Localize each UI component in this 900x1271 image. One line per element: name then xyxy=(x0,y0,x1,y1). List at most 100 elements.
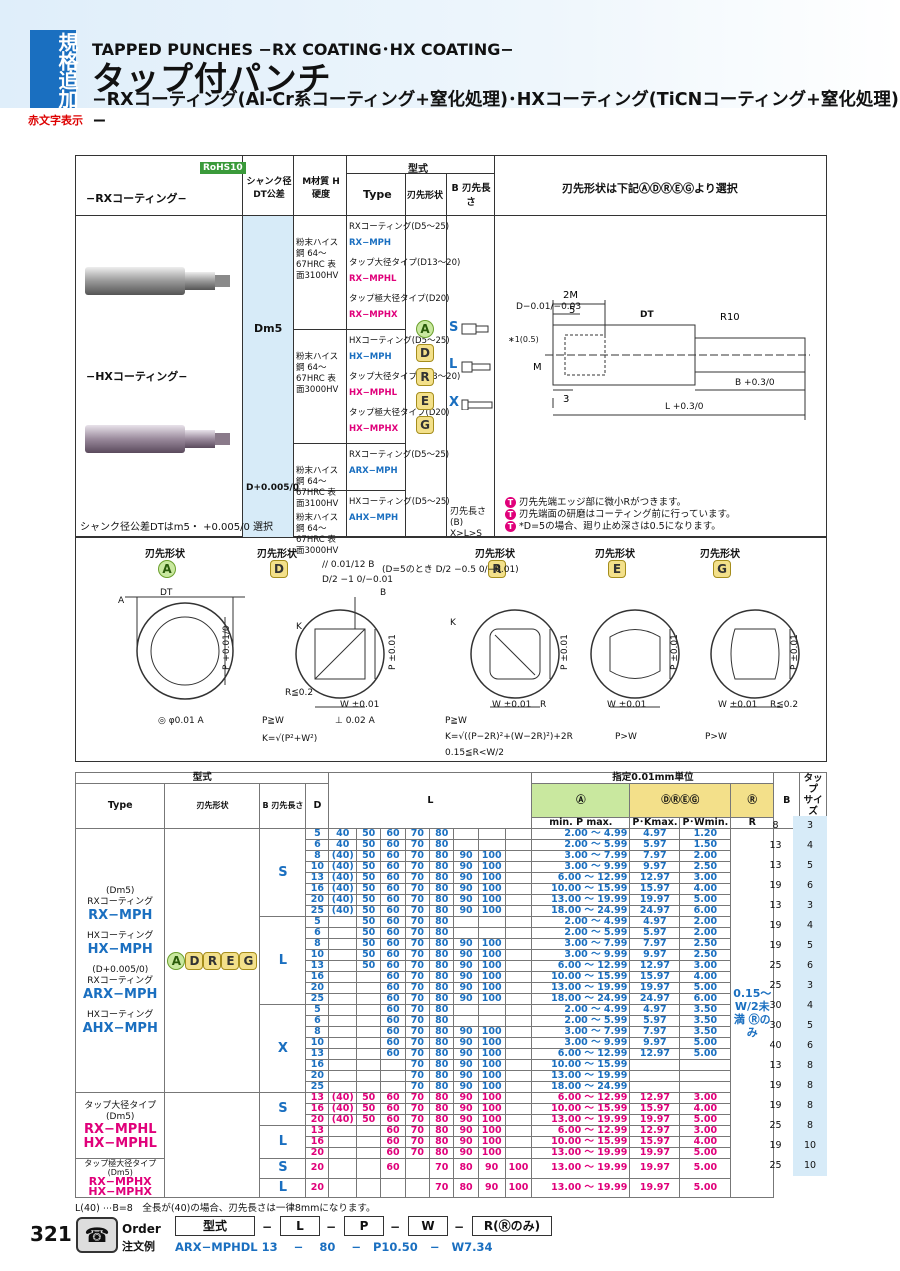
cell-l xyxy=(504,905,533,917)
cell-pw xyxy=(679,1081,732,1093)
cell-pw xyxy=(679,1059,732,1071)
cell-l xyxy=(504,1081,533,1093)
cell-l: 90 xyxy=(453,905,479,917)
svg-text:2M: 2M xyxy=(563,290,578,301)
th-minp: min. P max. xyxy=(531,817,631,829)
m-value: 8 xyxy=(793,1116,827,1136)
cell-pk: 4.97 xyxy=(629,1004,681,1016)
shape-dim-d-w: W ±0.01 xyxy=(340,700,380,710)
cell-l: 70 xyxy=(404,1070,431,1082)
cell-l xyxy=(504,883,533,895)
cell-p: 10.00 〜 15.99 xyxy=(531,1059,631,1071)
cell-pw: 5.00 xyxy=(679,1048,732,1060)
shape-label: 刃先形状 xyxy=(700,549,740,560)
m-value: 4 xyxy=(793,996,827,1016)
rx-punch-image xyxy=(85,267,230,295)
m-value: 4 xyxy=(793,836,827,856)
cell-p: 13.00 〜 19.99 xyxy=(531,1114,631,1126)
m-value: 5 xyxy=(793,1016,827,1036)
type-cell: タップ極大径タイプ(D20) xyxy=(349,294,450,304)
len-s: S xyxy=(449,320,459,335)
cell-l: 80 xyxy=(429,894,455,906)
cell-l xyxy=(328,949,358,961)
cell-l: 60 xyxy=(380,1158,406,1179)
cell-pw: 2.50 xyxy=(679,949,732,961)
cell-pw: 3.50 xyxy=(679,1026,732,1038)
cell-l: 60 xyxy=(380,1004,406,1016)
cell-l: 80 xyxy=(429,872,455,884)
type-cell: RX−MPHL xyxy=(349,274,397,284)
cell-l xyxy=(356,982,382,994)
cell-l: 90 xyxy=(453,1125,479,1137)
cell-l xyxy=(477,839,506,851)
th-model: 型式 xyxy=(74,772,330,784)
cell-pw: 5.00 xyxy=(679,1114,732,1126)
cell-l: 60 xyxy=(380,850,406,862)
b-value: 25 xyxy=(769,960,782,971)
cell-l xyxy=(504,1136,533,1148)
cell-l: 90 xyxy=(453,1114,479,1126)
cell-l: 60 xyxy=(380,1048,406,1060)
cell-pk: 19.97 xyxy=(629,894,681,906)
b-value: 8 xyxy=(772,820,779,831)
cell-l xyxy=(504,949,533,961)
cell-l: 70 xyxy=(404,1026,431,1038)
hx-coating-label: −HXコーティング− xyxy=(86,370,188,383)
cell-l: 80 xyxy=(453,1177,479,1198)
tip-length-note: 刃先長さ(B) X>L>S xyxy=(450,507,487,539)
cell-pk: 19.97 xyxy=(629,1158,681,1179)
cell-l: 90 xyxy=(453,1136,479,1148)
cell-l: 90 xyxy=(453,1070,479,1082)
th-pw: P･Wmin. xyxy=(679,817,732,829)
shape-dim-e-w: W ±0.01 xyxy=(607,700,647,710)
cell-l xyxy=(328,971,358,983)
cell-pw: 4.00 xyxy=(679,883,732,895)
cell-pk: 19.97 xyxy=(629,1114,681,1126)
type-label: ARX−MPH xyxy=(83,986,158,1002)
m-value: 4 xyxy=(793,916,827,936)
b-value: 19 xyxy=(769,940,782,951)
type-cell: RXコーティング(D5〜25) xyxy=(349,222,450,232)
cell-p: 10.00 〜 15.99 xyxy=(531,971,631,983)
shape-dim-d-tol2: ⊥ 0.02 A xyxy=(335,716,375,726)
shape-a-symbol: A xyxy=(416,320,434,338)
cell-l: 80 xyxy=(429,828,455,840)
cell-l xyxy=(328,938,358,950)
cell-l: 60 xyxy=(380,1037,406,1049)
th-type: Type xyxy=(74,783,166,829)
type-cell: RXコーティング(D5〜25) xyxy=(349,450,450,460)
cell-d: 8 xyxy=(305,938,330,950)
order-label-jp: 注文例 xyxy=(122,1240,155,1253)
cell-p: 13.00 〜 19.99 xyxy=(531,1147,631,1159)
cell-pw: 5.00 xyxy=(679,1037,732,1049)
cell-pw: 2.00 xyxy=(679,916,732,928)
cell-l: 70 xyxy=(404,872,431,884)
cell-d: 20 xyxy=(305,1070,330,1082)
cell-l xyxy=(477,927,506,939)
type-label: (Dm5) xyxy=(107,1168,133,1177)
order-label-en: Order xyxy=(122,1222,161,1236)
cell-pw: 2.00 xyxy=(679,927,732,939)
cell-l: 70 xyxy=(404,1125,431,1137)
col-tip-shape: 刃先形状 xyxy=(407,191,444,201)
order-box-w: W xyxy=(408,1216,448,1236)
cell-l xyxy=(453,828,479,840)
cell-l: 80 xyxy=(429,1026,455,1038)
cell-l: 50 xyxy=(356,872,382,884)
type-label: HXコーティング xyxy=(87,930,154,941)
shape-dim-e-c1: P>W xyxy=(615,732,637,742)
m-value: 8 xyxy=(793,1056,827,1076)
cell-l: 70 xyxy=(404,960,431,972)
cell-l xyxy=(328,1037,358,1049)
cell-pw: 5.00 xyxy=(679,894,732,906)
shank-tolerance-note: シャンク径公差DTはm5・ +0.005/0 選択 xyxy=(80,522,274,533)
cell-pk: 19.97 xyxy=(629,982,681,994)
type-label: HX−MPH xyxy=(87,941,153,957)
cell-l: 70 xyxy=(404,1092,431,1104)
cell-pw: 6.00 xyxy=(679,993,732,1005)
cell-l: 70 xyxy=(404,850,431,862)
spec-notes: T 刃先先端エッジ部に微小Rがつきます。 T 刃先端面の研磨はコーティング前に行… xyxy=(505,497,736,533)
